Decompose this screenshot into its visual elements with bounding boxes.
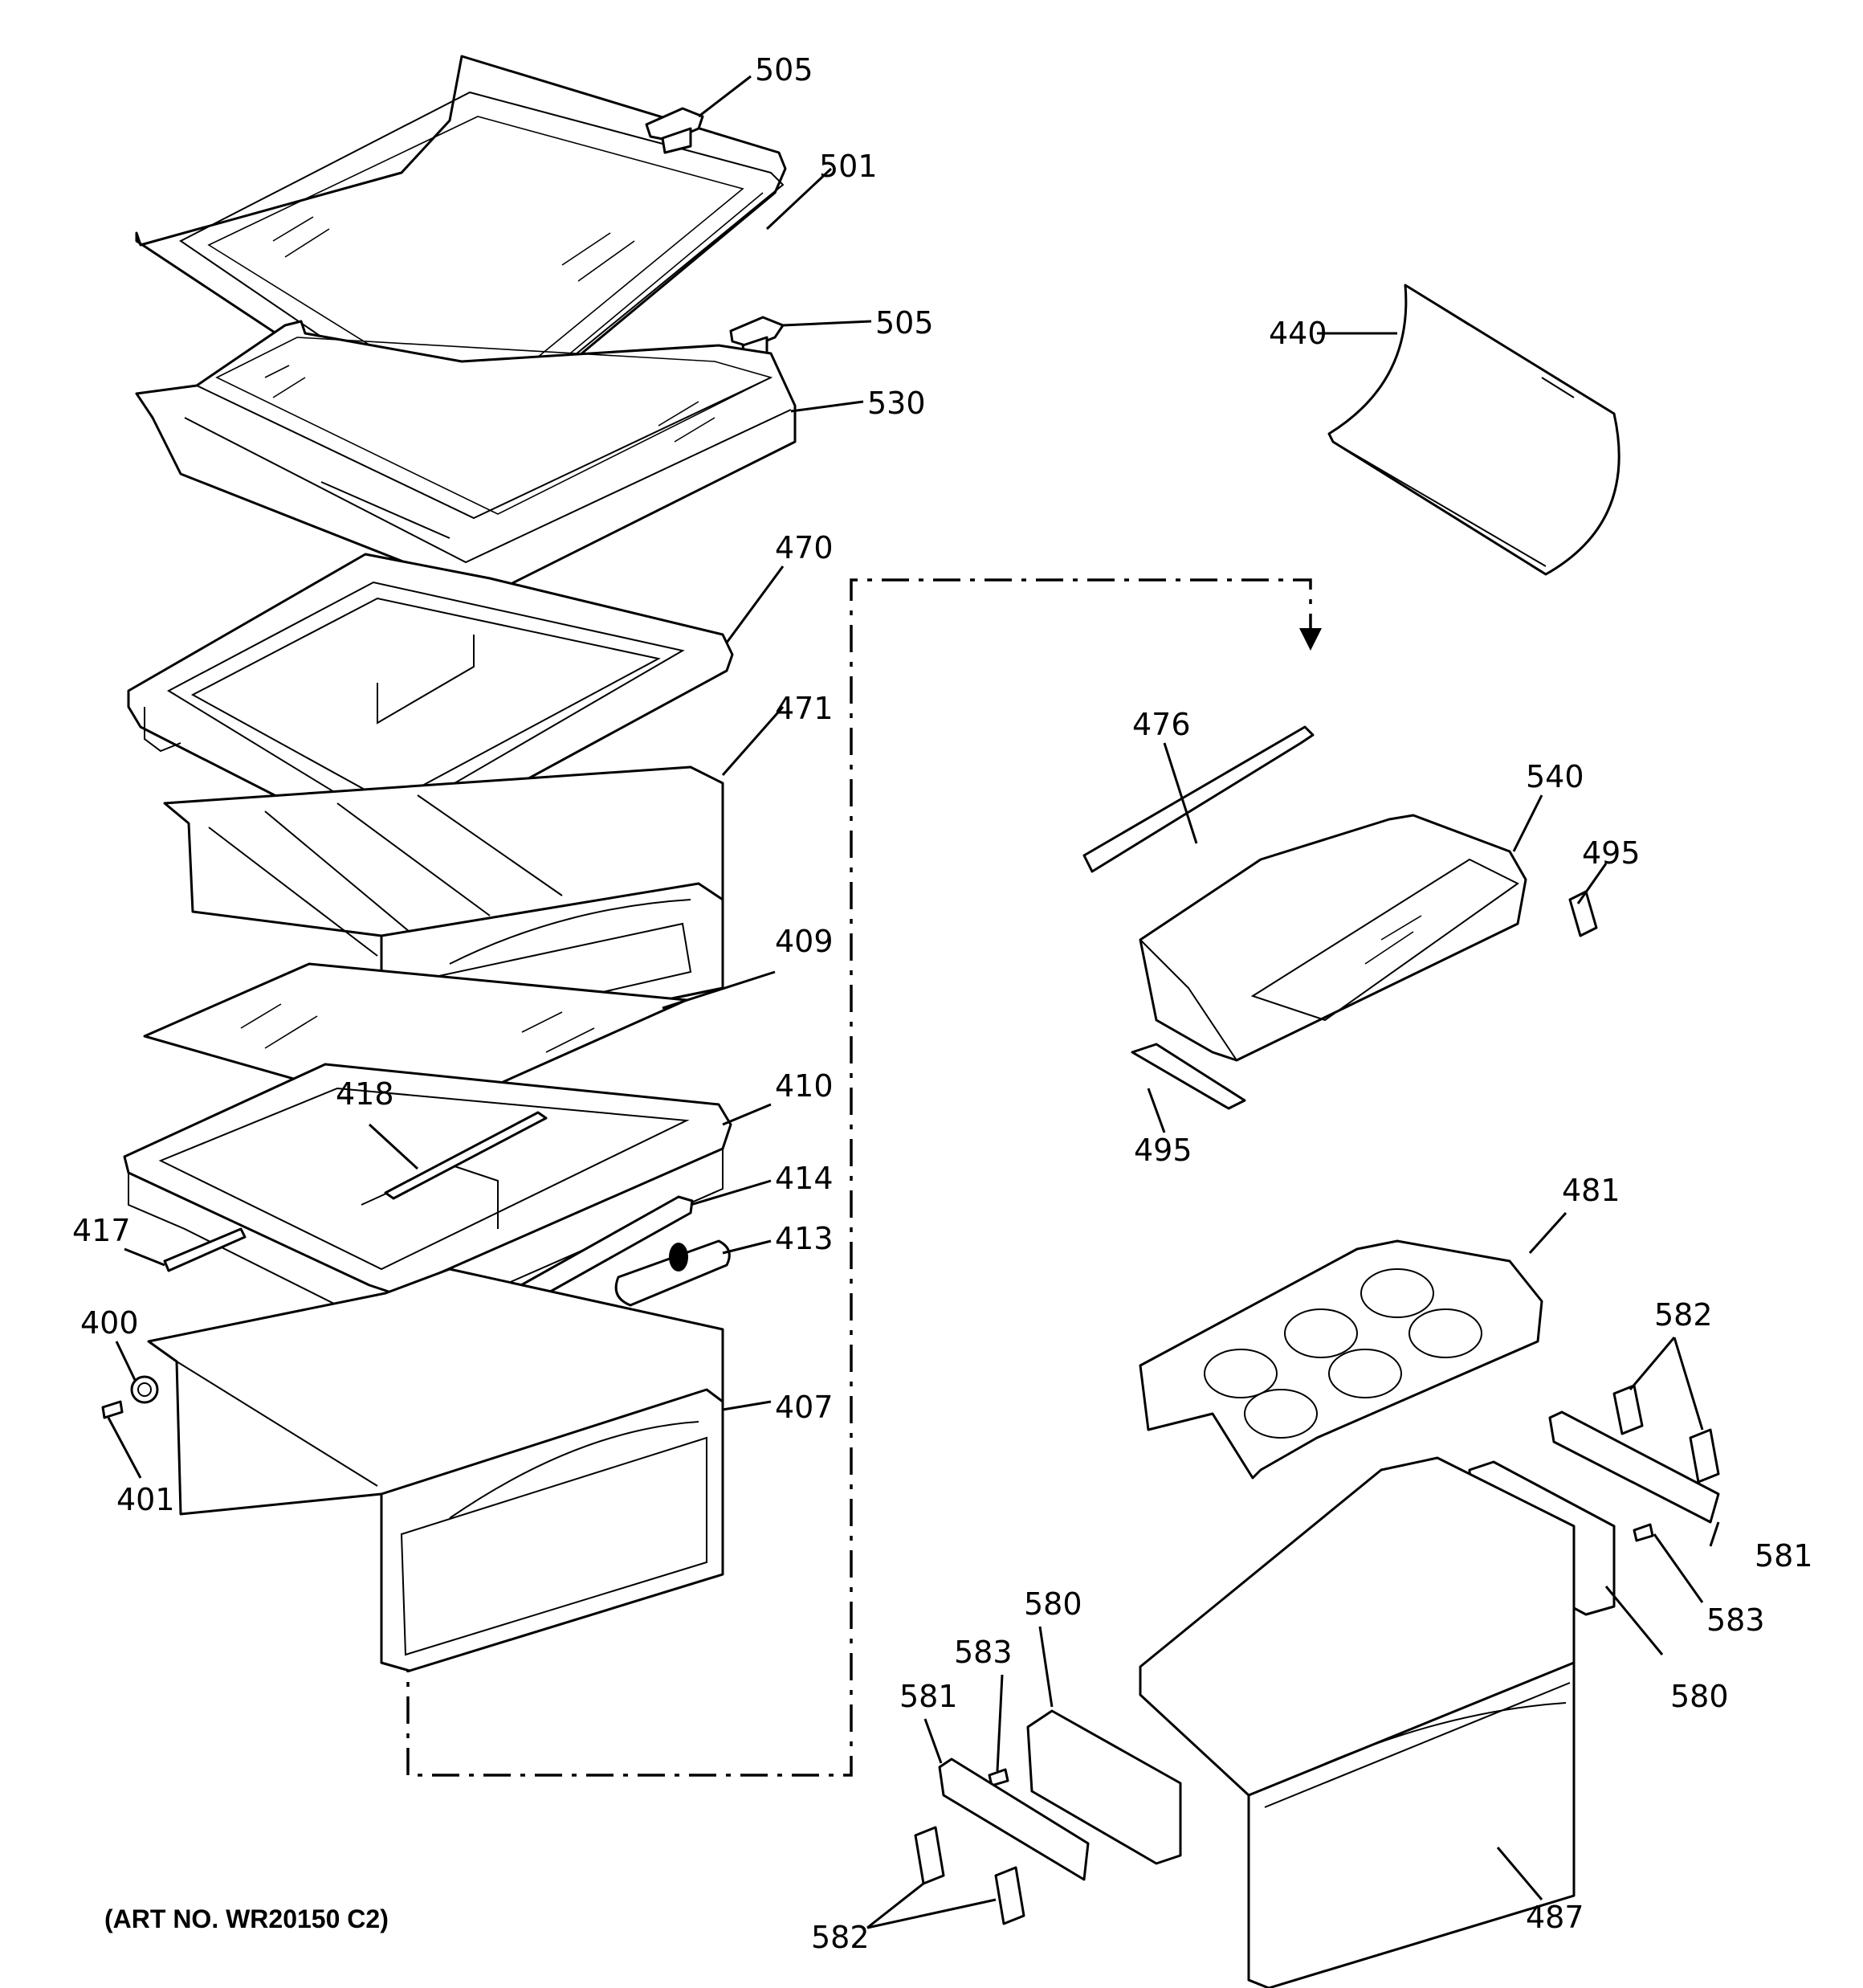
callout-540: 540 [1526,759,1584,794]
callout-581-lower: 581 [899,1679,958,1714]
art-number: (ART NO. WR20150 C2) [104,1904,389,1933]
part-583-screw-upper [1633,1523,1654,1542]
part-481-egg-tray [1139,1239,1543,1480]
leader-lines [107,75,1720,1929]
callout-414: 414 [775,1161,834,1196]
part-582-clip-lower-a [914,1826,945,1885]
callout-495-right: 495 [1582,835,1641,871]
part-476-strip [1082,725,1315,873]
callout-440: 440 [1269,316,1327,351]
part-582-clip-lower-b [994,1866,1025,1925]
part-407-drawer [147,1268,724,1672]
callout-471: 471 [775,691,834,726]
callout-400: 400 [80,1305,139,1341]
assembly-group-bracket [406,578,1312,1777]
callout-530: 530 [867,386,926,421]
part-400-knob [130,1375,159,1404]
part-495-slide-right [1568,890,1598,937]
part-440-curved-cover [1327,284,1620,576]
callout-580-lower: 580 [1670,1679,1729,1714]
callout-505-lower: 505 [875,305,934,341]
part-582-clip-upper-b [1689,1428,1720,1484]
part-581-rail-upper [1548,1410,1720,1524]
callout-418: 418 [336,1076,394,1112]
part-540-drawer-cover [1139,814,1527,1062]
part-487-drawer [1139,1456,1576,1988]
callout-581-upper: 581 [1755,1538,1813,1574]
part-505-shelf-clip-upper [645,107,704,154]
callout-476: 476 [1132,707,1191,742]
callout-582-lower: 582 [811,1920,870,1955]
callout-407: 407 [775,1390,834,1425]
part-417-rail [163,1227,247,1272]
callout-409: 409 [775,924,834,959]
callout-470: 470 [775,530,834,565]
part-581-rail-lower [938,1757,1090,1881]
callout-583-upper: 583 [1706,1602,1765,1638]
callout-583-lower: 583 [954,1635,1013,1670]
callout-505-upper: 505 [755,52,813,88]
callout-413: 413 [775,1221,834,1256]
part-401-screw [101,1400,124,1419]
part-582-clip-upper-a [1612,1384,1644,1435]
callout-495-left: 495 [1134,1133,1192,1168]
part-495-slide-left [1131,1043,1246,1110]
callout-417: 417 [72,1213,131,1248]
callout-487: 487 [1526,1900,1584,1935]
callout-582-upper: 582 [1654,1297,1713,1333]
callout-labels: 505 501 505 530 440 470 471 476 540 495 … [72,52,1813,1955]
part-530-shelf-frame [135,320,797,600]
part-580-bracket-lower [1026,1709,1182,1865]
bracket-arrowhead [1299,628,1322,651]
callout-481: 481 [1562,1173,1620,1208]
part-413-roller [614,1239,731,1307]
part-418-slider [384,1111,548,1200]
callout-410: 410 [775,1068,834,1104]
callout-401: 401 [116,1482,175,1517]
callout-580-upper: 580 [1024,1586,1082,1622]
callout-501: 501 [819,149,878,184]
